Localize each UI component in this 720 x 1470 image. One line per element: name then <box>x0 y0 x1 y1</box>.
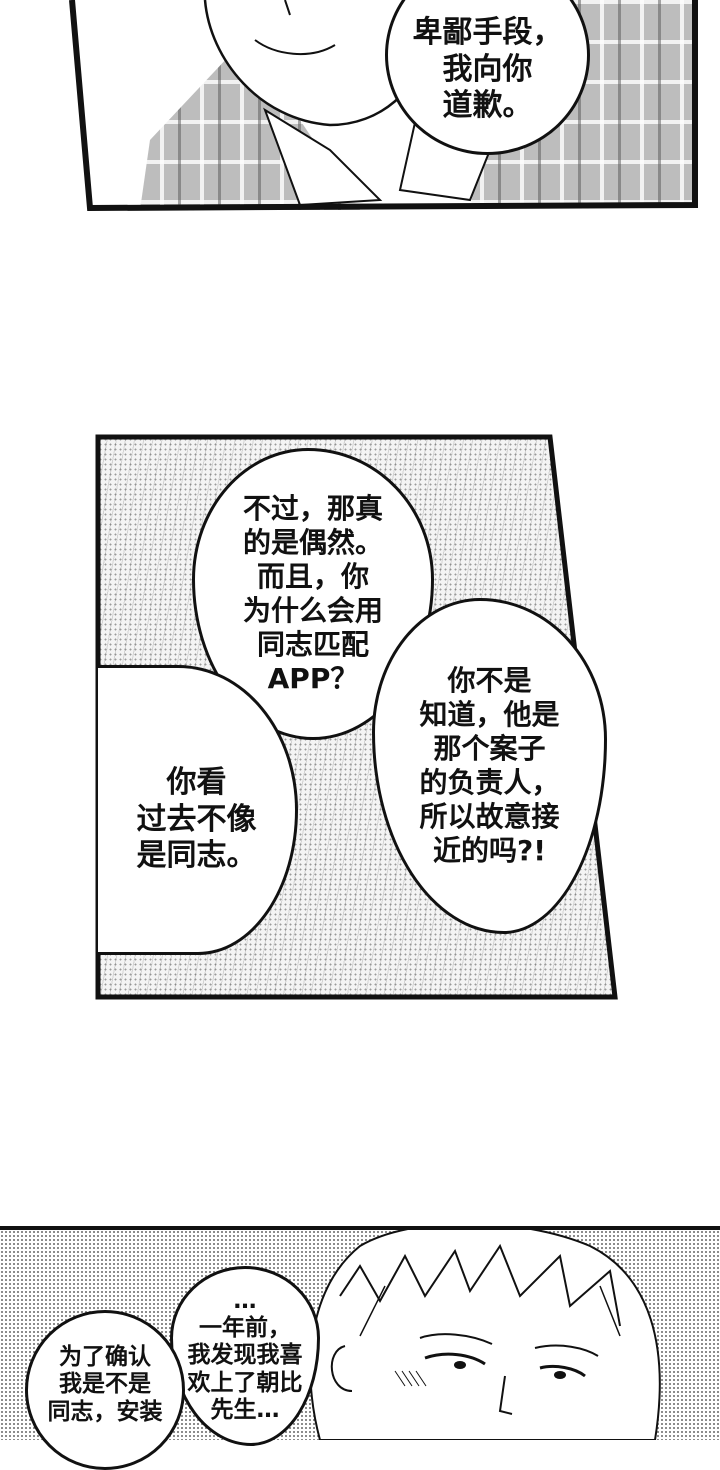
speech-bubble-one-year-ago: … 一年前， 我发现我喜 欢上了朝比 先生… <box>170 1266 320 1446</box>
speech-bubble-to-confirm: 为了确认 我是不是 同志，安装 <box>25 1310 185 1470</box>
panel-top-art <box>69 0 698 212</box>
speech-bubble-not-gay: 你看 过去不像 是同志。 <box>98 665 298 955</box>
speech-bubble-one-year-ago-text: … 一年前， 我发现我喜 欢上了朝比 先生… <box>187 1288 303 1423</box>
speech-bubble-coincidence-text: 不过，那真 的是偶然。 而且，你 为什么会用 同志匹配 APP？ <box>242 491 383 696</box>
speech-bubble-accusation-text: 你不是 知道，他是 那个案子 的负责人， 所以故意接 近的吗?! <box>419 663 560 868</box>
speech-bubble-apology-text: 卑鄙手段， 我向你 道歉。 <box>412 15 563 124</box>
panel-top: 卑鄙手段， 我向你 道歉。 <box>0 0 720 215</box>
speech-bubble-to-confirm-text: 为了确认 我是不是 同志，安装 <box>47 1343 163 1425</box>
speech-bubble-not-gay-text: 你看 过去不像 是同志。 <box>136 765 257 874</box>
